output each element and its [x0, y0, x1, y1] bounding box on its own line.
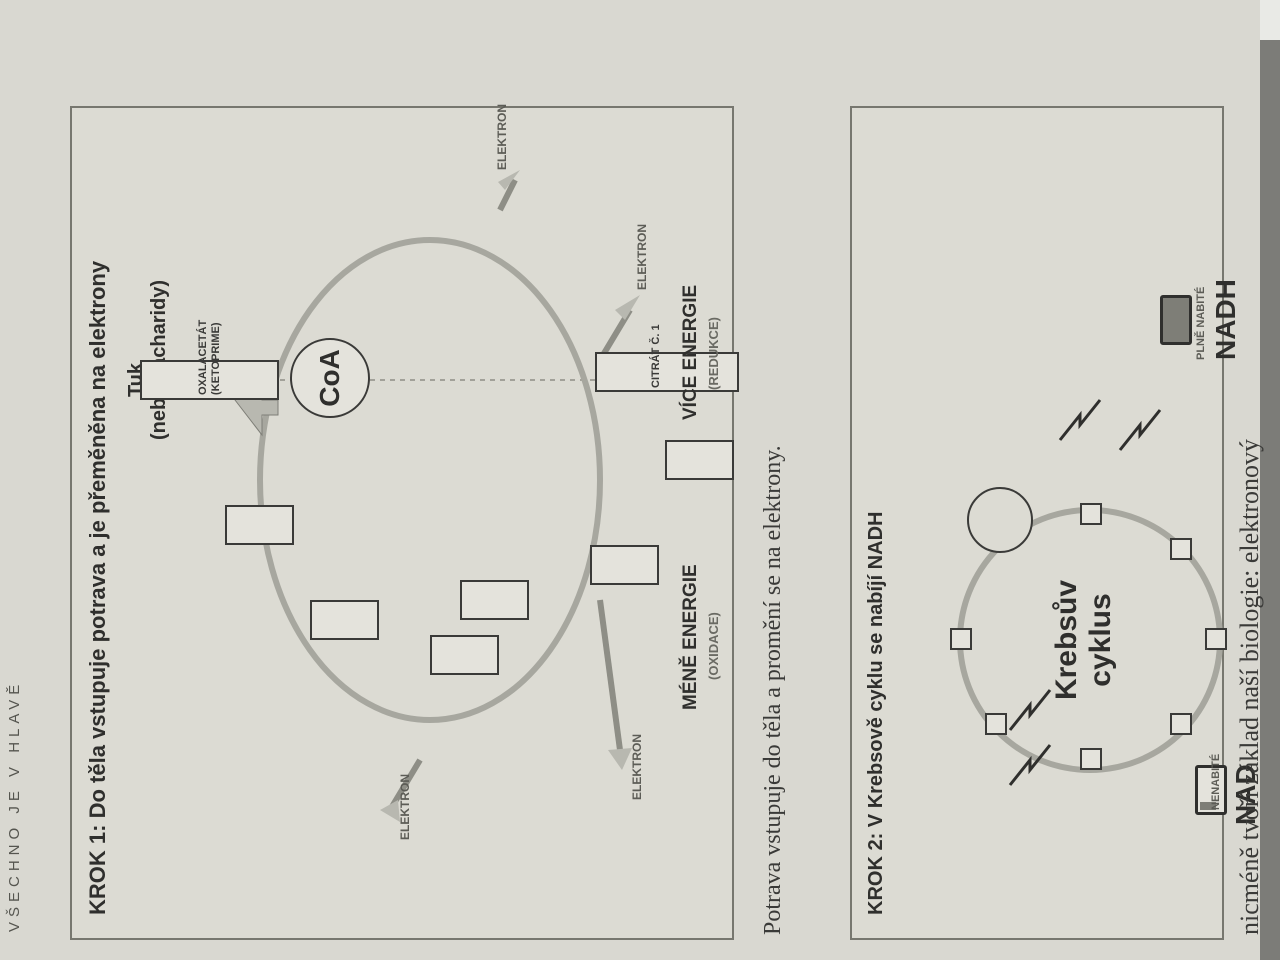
- krebs-node-4: [1170, 713, 1192, 735]
- krebs-line2: cyklus: [1084, 593, 1117, 687]
- krebs-node-7: [1080, 503, 1102, 525]
- krebs-node-5: [1205, 628, 1227, 650]
- krebs-node-1: [950, 628, 972, 650]
- charged-label: PLNĚ NABITÉ: [1195, 286, 1207, 360]
- battery-full-icon: [1160, 295, 1192, 345]
- krebs-line1: Krebsův: [1050, 579, 1083, 701]
- krebs-node-2: [985, 713, 1007, 735]
- nadh-label: NADH: [1210, 279, 1241, 360]
- uncharged-label: NENABITÉ: [1210, 753, 1222, 810]
- krebs-node-6: [1170, 538, 1192, 560]
- body-paragraph: nicméně tvoří základ naší biologie: elek…: [1235, 438, 1264, 935]
- krebs-node-3: [1080, 748, 1102, 770]
- krebs-cycle-label: Krebsův cyklus: [1050, 570, 1118, 710]
